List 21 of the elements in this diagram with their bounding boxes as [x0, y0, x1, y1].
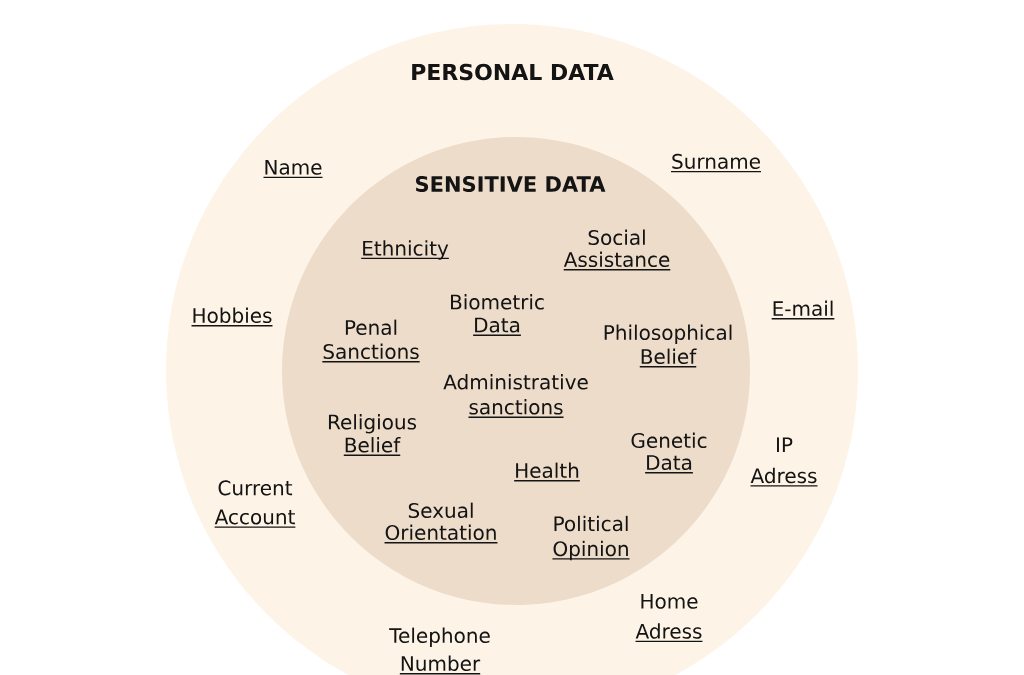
- item-label: Philosophical Belief: [604, 324, 732, 368]
- item-label: Name: [262, 159, 324, 179]
- item-label: Political Opinion: [551, 515, 631, 561]
- item-label: Telephone Number: [389, 627, 490, 675]
- heading: SENSITIVE DATA: [416, 176, 606, 192]
- item-label: Home Adress: [634, 593, 704, 643]
- item-label: Surname: [670, 153, 762, 173]
- item-label: Genetic Data: [631, 432, 707, 474]
- item-label: Hobbies: [190, 307, 274, 327]
- item-label: Current Account: [214, 480, 297, 528]
- item-label: Sexual Orientation: [383, 502, 499, 544]
- item-label: Administrative sanctions: [443, 374, 588, 418]
- item-label: Penal Sanctions: [321, 319, 421, 363]
- item-label: IP Adress: [749, 437, 819, 487]
- item-label: Biometric Data: [451, 294, 544, 336]
- item-label: Religious Belief: [328, 414, 417, 456]
- heading: PERSONAL DATA: [412, 63, 614, 81]
- item-label: Health: [513, 462, 581, 482]
- item-label: Ethnicity: [360, 240, 450, 260]
- item-label: Social Assistance: [563, 229, 671, 271]
- item-label: E-mail: [771, 300, 835, 320]
